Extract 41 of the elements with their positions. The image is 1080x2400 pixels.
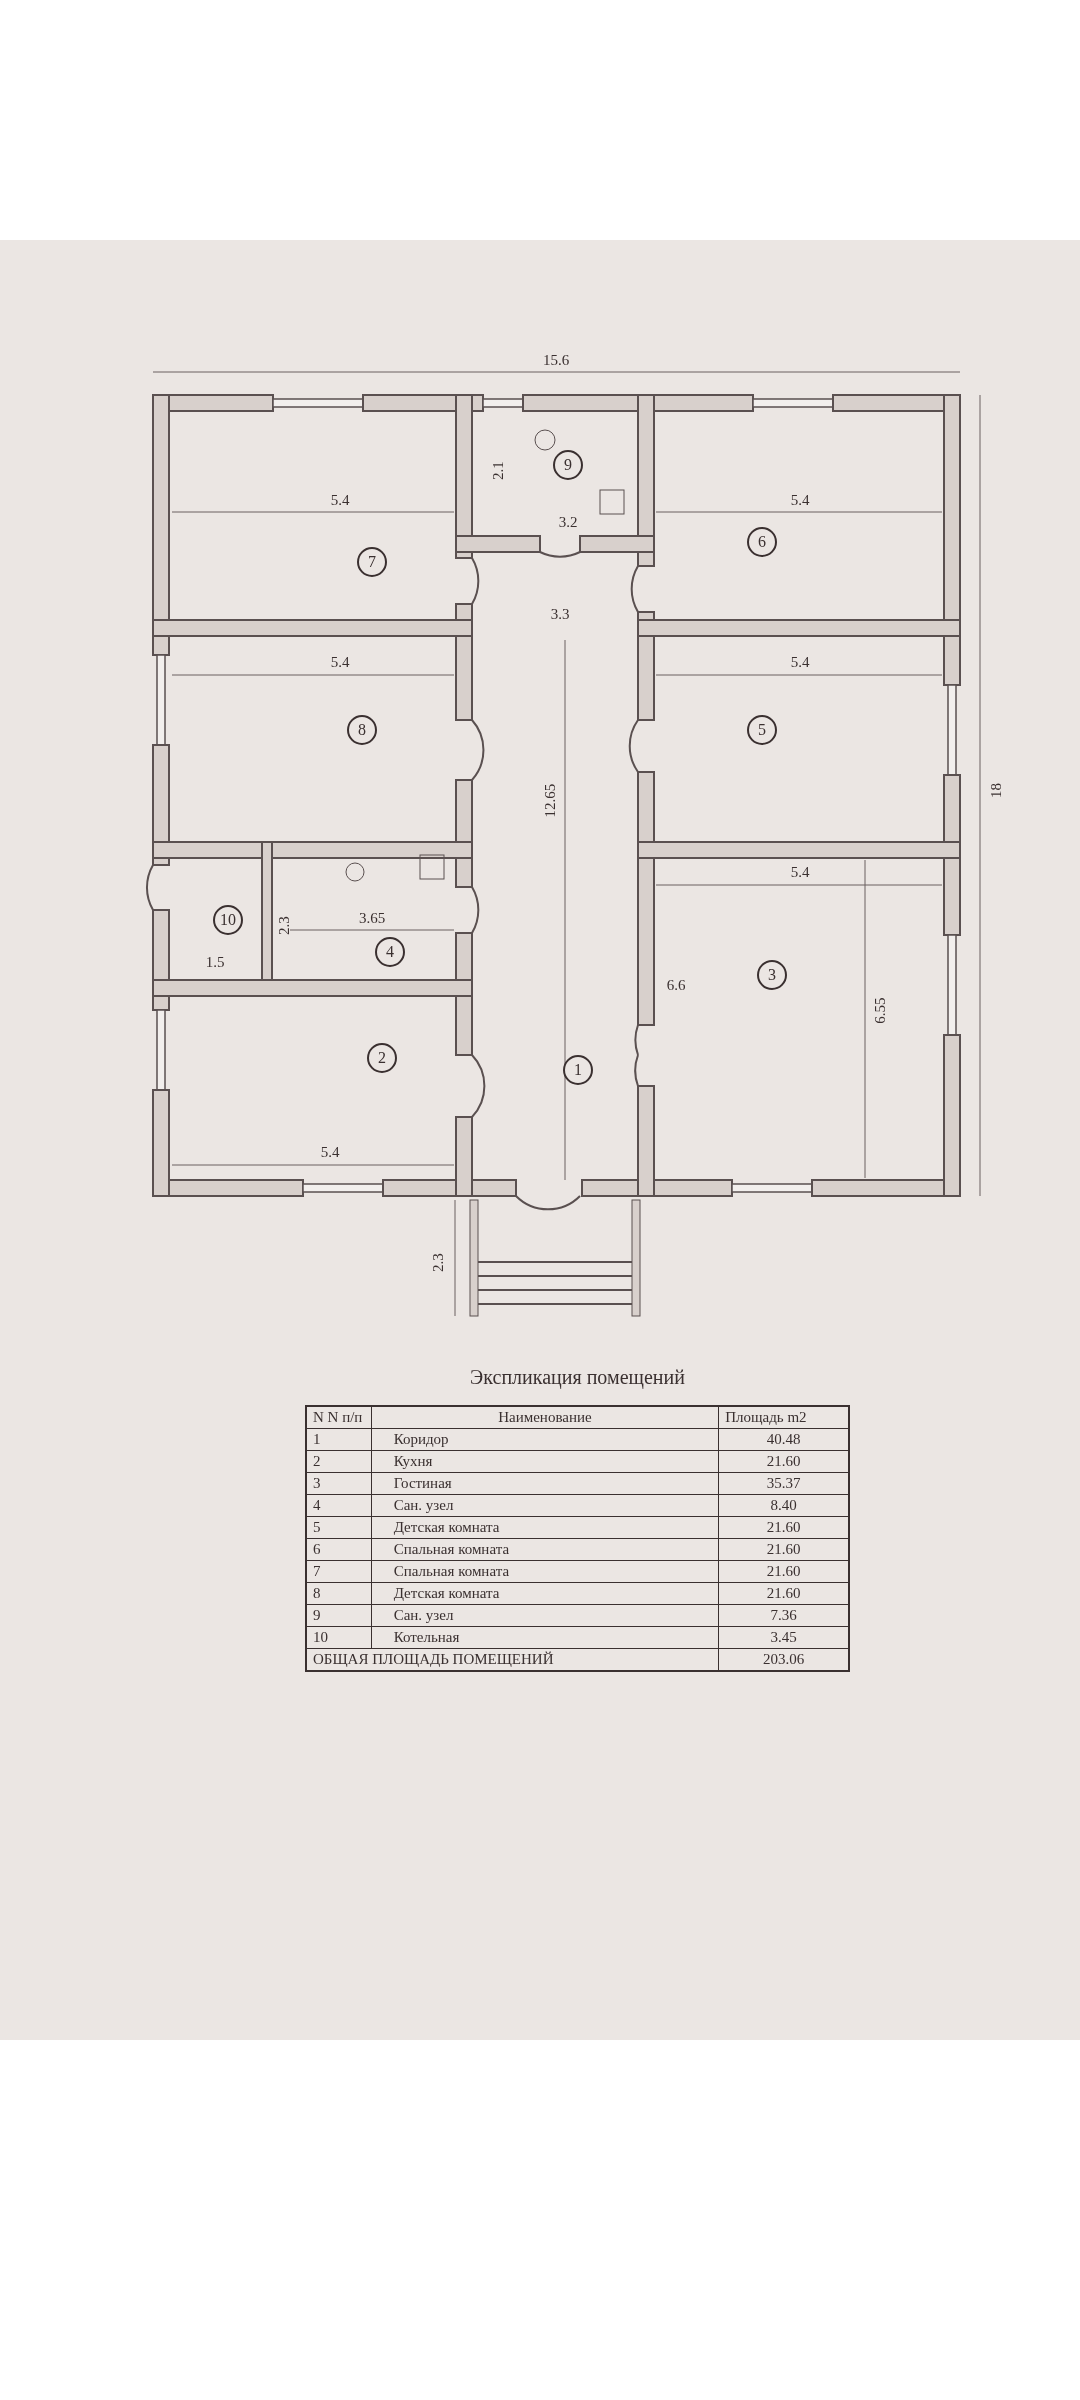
- table-cell: Детская комната: [371, 1582, 719, 1605]
- table-cell: 7: [306, 1560, 372, 1583]
- table-cell: 4: [306, 1494, 372, 1517]
- dimension-label: 6.55: [872, 996, 888, 1024]
- dimension-label: 3.65: [358, 910, 386, 926]
- dimension-label: 2.3: [276, 915, 292, 935]
- table-cell: Гостиная: [371, 1472, 719, 1495]
- dimension-label: 12.65: [543, 783, 559, 817]
- table-cell: 1: [306, 1428, 372, 1451]
- table-cell: 8: [306, 1582, 372, 1605]
- dimension-label: 2.1: [490, 460, 506, 480]
- dimension-label: 5.4: [790, 492, 810, 508]
- table-cell: Коридор: [371, 1428, 719, 1451]
- table-cell: Кухня: [371, 1450, 719, 1473]
- dimension-label: 5.4: [790, 654, 810, 670]
- table-cell: Сан. узел: [371, 1494, 719, 1517]
- table-cell: 2: [306, 1450, 372, 1473]
- table-cell: Спальная комната: [371, 1560, 719, 1583]
- dimension-label: 2.3: [430, 1252, 446, 1272]
- column-header: Наименование: [371, 1406, 719, 1429]
- dimension-label: 3.2: [558, 514, 578, 530]
- dimension-label: 5.4: [330, 654, 350, 670]
- column-header: N N п/п: [306, 1406, 372, 1429]
- table-cell: Котельная: [371, 1626, 719, 1649]
- dimension-label: 3.3: [550, 606, 570, 622]
- dimension-label: 1.5: [205, 954, 225, 970]
- table-title: Экспликация помещений: [469, 1366, 686, 1389]
- table-cell: 10: [306, 1626, 372, 1649]
- table-cell: Сан. узел: [371, 1604, 719, 1627]
- table-cell: 3: [306, 1472, 372, 1495]
- table-cell: 5: [306, 1516, 372, 1539]
- dimension-label: 5.4: [790, 864, 810, 880]
- dimension-label: 6.6: [666, 977, 686, 993]
- table-cell: Спальная комната: [371, 1538, 719, 1561]
- table-cell: 6: [306, 1538, 372, 1561]
- dimension-label: 15.6: [542, 352, 570, 368]
- table-cell: 9: [306, 1604, 372, 1627]
- dimension-label: 5.4: [320, 1144, 340, 1160]
- dimension-label: 18: [988, 782, 1004, 798]
- dimension-label: 5.4: [330, 492, 350, 508]
- table-cell: Детская комната: [371, 1516, 719, 1539]
